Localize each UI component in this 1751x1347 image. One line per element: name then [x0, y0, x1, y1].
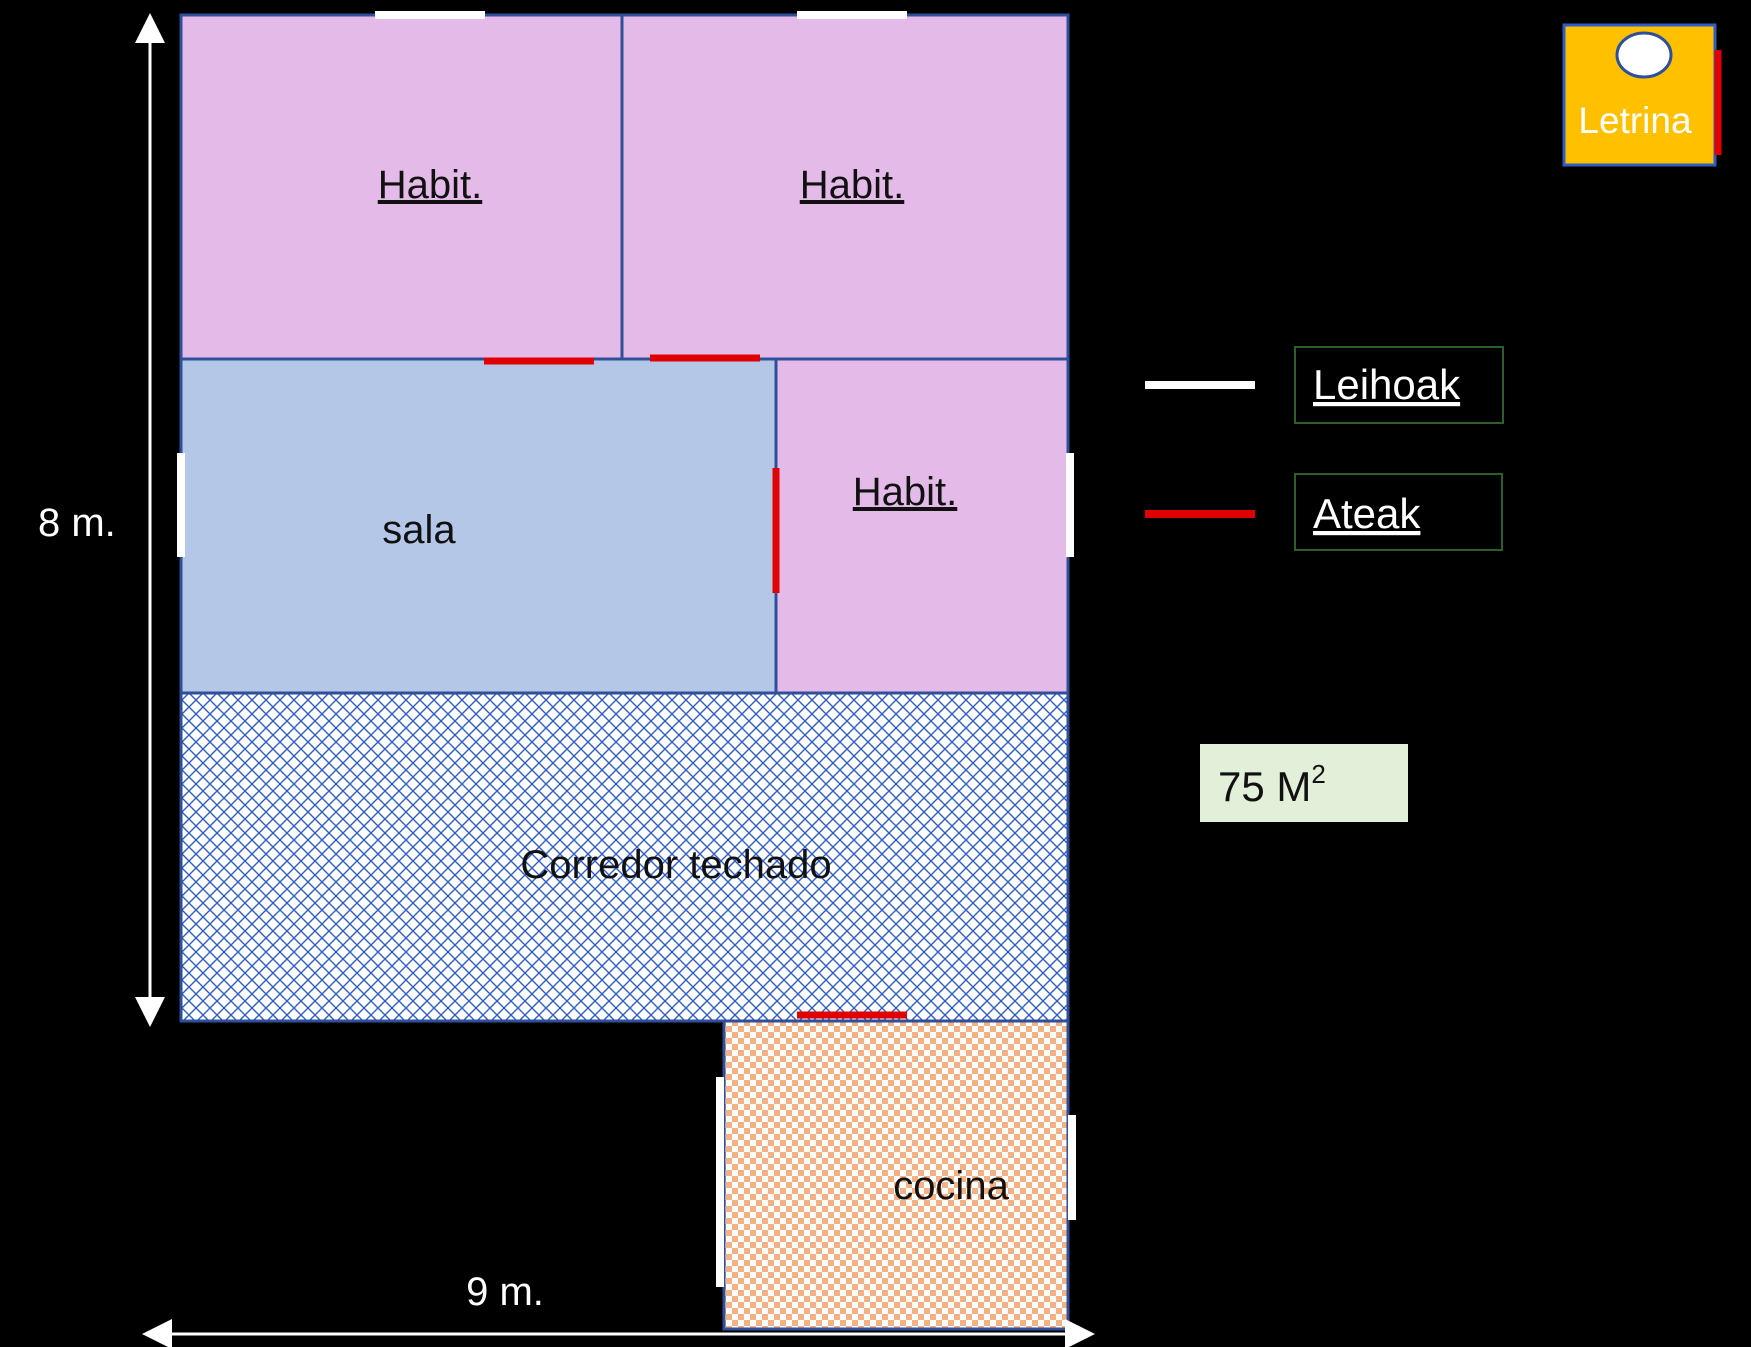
- label-habit-top-right: Habit.: [800, 163, 905, 207]
- area-value: 75 M: [1218, 763, 1311, 810]
- label-habit-top-left: Habit.: [378, 163, 483, 207]
- area-superscript: 2: [1311, 759, 1325, 789]
- toilet-icon: [1615, 31, 1673, 79]
- room-corredor: [179, 691, 1070, 1023]
- letrina-label: Letrina: [1578, 100, 1692, 141]
- height-label: 8 m.: [38, 501, 116, 545]
- room-habit-top-right: [620, 13, 1070, 361]
- width-label: 9 m.: [466, 1270, 544, 1314]
- label-corredor: Corredor techado: [520, 843, 831, 887]
- area-box: [1200, 744, 1408, 822]
- room-sala: [179, 357, 778, 695]
- label-habit-middle-right: Habit.: [853, 470, 958, 514]
- legend-door-box: [1294, 473, 1503, 551]
- legend-window-box: [1294, 346, 1504, 424]
- legend-door-label: Ateak: [1313, 490, 1421, 537]
- legend-window-label: Leihoak: [1313, 361, 1461, 408]
- room-habit-middle-right: [774, 357, 1070, 695]
- label-cocina: cocina: [893, 1164, 1009, 1208]
- label-sala: sala: [382, 508, 456, 552]
- room-habit-top-left: [179, 13, 624, 361]
- room-cocina: [722, 1019, 1070, 1331]
- area-label: 75 M2: [1218, 759, 1326, 810]
